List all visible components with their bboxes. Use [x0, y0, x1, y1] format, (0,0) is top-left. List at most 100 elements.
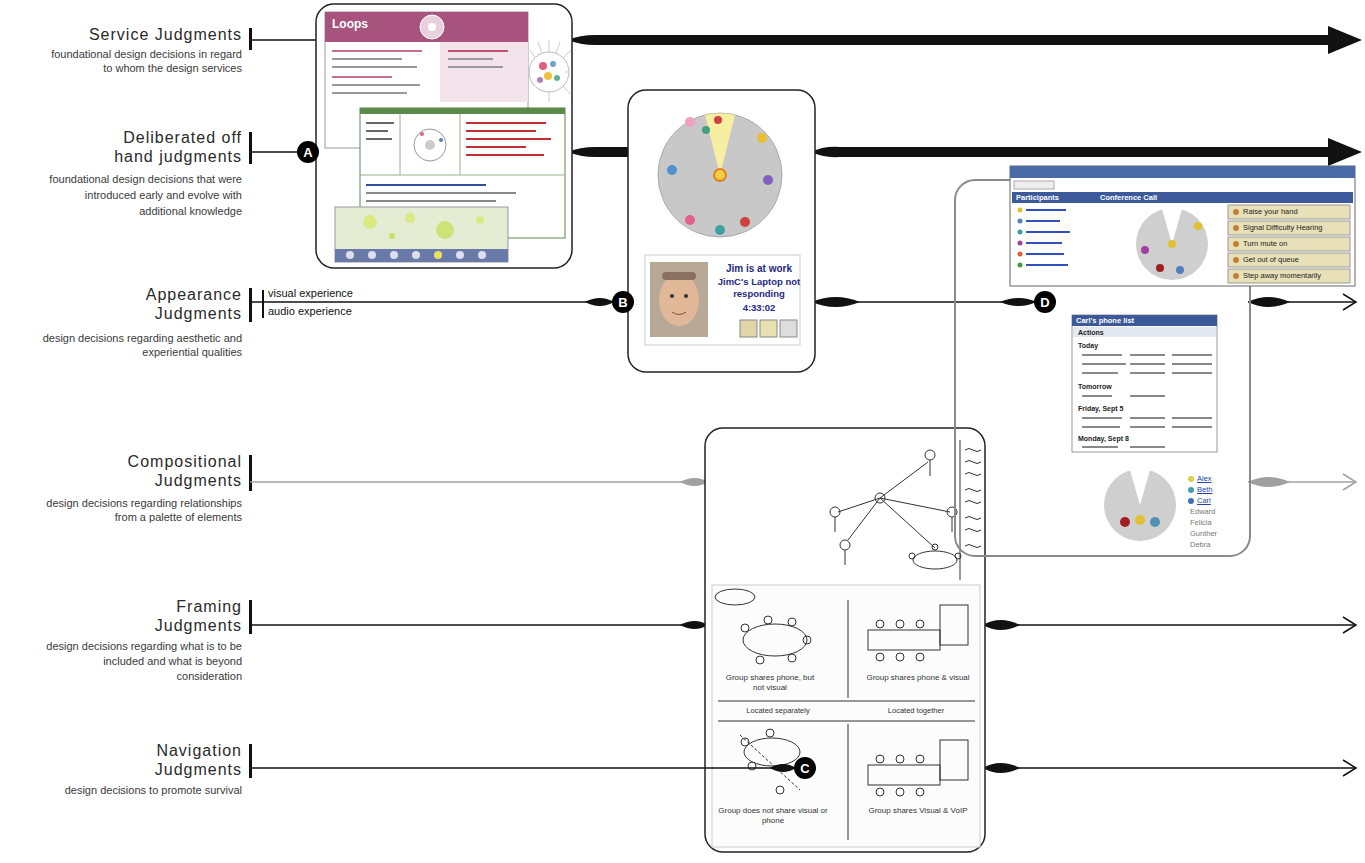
category-title: Navigation Judgments — [112, 741, 242, 779]
sketch-drawing — [925, 450, 935, 460]
timeline-line — [250, 624, 705, 626]
timeline-line — [1343, 474, 1356, 490]
screenshot-image — [466, 154, 544, 156]
screenshot-image — [1026, 209, 1066, 211]
screenshot-image — [366, 192, 516, 194]
column-header: Conference Call — [1100, 193, 1210, 202]
category-title: Deliberated off hand judgments — [102, 128, 242, 166]
list-heading: Monday, Sept 8 — [1078, 434, 1158, 443]
sketch-drawing — [848, 724, 849, 840]
screenshot-image — [428, 23, 436, 31]
screenshot-image — [466, 138, 551, 140]
callout-letter: A — [303, 146, 312, 159]
sketch-drawing — [848, 498, 880, 540]
timeline-thick-arrow — [1328, 138, 1362, 166]
screenshot-image — [1233, 241, 1239, 247]
screenshot-image — [346, 251, 354, 259]
screenshot-image — [1130, 395, 1165, 397]
screenshot-image — [1014, 181, 1054, 189]
callout-circle: A — [297, 141, 319, 163]
sketch-drawing — [830, 440, 981, 580]
screenshot-image — [1233, 225, 1239, 231]
sketch-drawing — [788, 654, 796, 662]
sketch-drawing — [965, 461, 981, 464]
screenshot-panel — [316, 4, 572, 268]
button-label: Step away momentarily — [1243, 271, 1349, 281]
screenshot-image — [436, 221, 454, 239]
screenshot-image — [1082, 372, 1118, 374]
screenshot-image — [360, 108, 565, 114]
timeline-lens — [983, 620, 1020, 630]
sketch-drawing — [940, 740, 968, 780]
screenshot-image — [549, 40, 550, 52]
callout-circle: B — [612, 291, 634, 313]
sketch-drawing — [932, 544, 938, 550]
category-description: design decisions regarding relationships… — [42, 496, 242, 524]
screenshot-image — [434, 251, 442, 259]
sketch-panel — [705, 428, 985, 852]
awareness-circle — [1104, 469, 1176, 541]
presence-card — [659, 274, 699, 326]
screenshot-image — [1228, 253, 1350, 267]
participant-name: Carl — [1197, 496, 1242, 506]
timeline-lens — [983, 763, 1020, 773]
sketch-drawing — [965, 501, 981, 504]
sketch-drawing — [712, 585, 980, 847]
screenshot-image — [1156, 264, 1164, 272]
sketch-drawing — [896, 788, 904, 796]
screenshot-image — [440, 42, 528, 102]
screenshot-image — [1082, 417, 1122, 419]
screenshot-image — [1072, 315, 1217, 452]
timeline-line — [1343, 760, 1356, 776]
screenshot-image — [1130, 426, 1165, 428]
screenshot-image — [1082, 354, 1122, 356]
timeline-thick-arrow — [568, 35, 1332, 45]
sketch-drawing — [965, 449, 981, 452]
sub-label: audio experience — [268, 305, 388, 318]
timeline-lens — [812, 297, 860, 307]
screenshot-image — [1176, 266, 1184, 274]
category-description: foundational design decisions that were … — [42, 171, 242, 219]
screenshot-panel — [316, 4, 572, 268]
screenshot-image — [1162, 208, 1182, 244]
window-title: Carl's phone list — [1076, 316, 1214, 325]
screenshot-image — [1072, 315, 1217, 326]
screenshot-image — [556, 42, 560, 53]
screenshot-image — [1130, 363, 1165, 365]
screenshot-image — [460, 114, 461, 175]
screenshot-image — [1018, 219, 1023, 224]
sketch-drawing — [876, 755, 884, 763]
awareness-circle — [1120, 517, 1130, 527]
screenshot-image — [1228, 205, 1350, 219]
sketch-drawing — [756, 656, 764, 664]
sketch-note: Group shares phone, but not visual — [720, 673, 820, 693]
screenshot-image — [1082, 395, 1112, 397]
screenshot-image — [1194, 222, 1202, 230]
screenshot-image — [1082, 363, 1126, 365]
screenshot-image — [563, 86, 570, 94]
screenshot-image — [544, 72, 552, 80]
callout-circle: C — [794, 757, 816, 779]
presence-card — [780, 320, 797, 337]
awareness-circle — [757, 133, 767, 143]
awareness-circle — [740, 217, 750, 227]
screenshot-image — [563, 50, 571, 58]
screenshot-image — [1026, 253, 1064, 255]
awareness-circle — [714, 116, 722, 124]
callout-circle: D — [1034, 291, 1056, 313]
screenshot-image — [400, 114, 401, 175]
screenshot-image — [1130, 417, 1165, 419]
awareness-circle — [714, 169, 726, 181]
awareness-circle — [763, 175, 773, 185]
sketch-drawing — [741, 624, 749, 632]
timeline-thick-arrow — [1328, 26, 1362, 54]
timeline-lens — [770, 764, 796, 772]
timeline-line — [249, 455, 252, 491]
sketch-drawing — [876, 653, 884, 661]
screenshot-image — [332, 66, 417, 68]
sketch-drawing — [835, 517, 836, 532]
screenshot-image — [332, 58, 402, 60]
screenshot-image — [448, 50, 508, 52]
awareness-circle — [685, 215, 695, 225]
sketch-drawing — [916, 620, 924, 628]
